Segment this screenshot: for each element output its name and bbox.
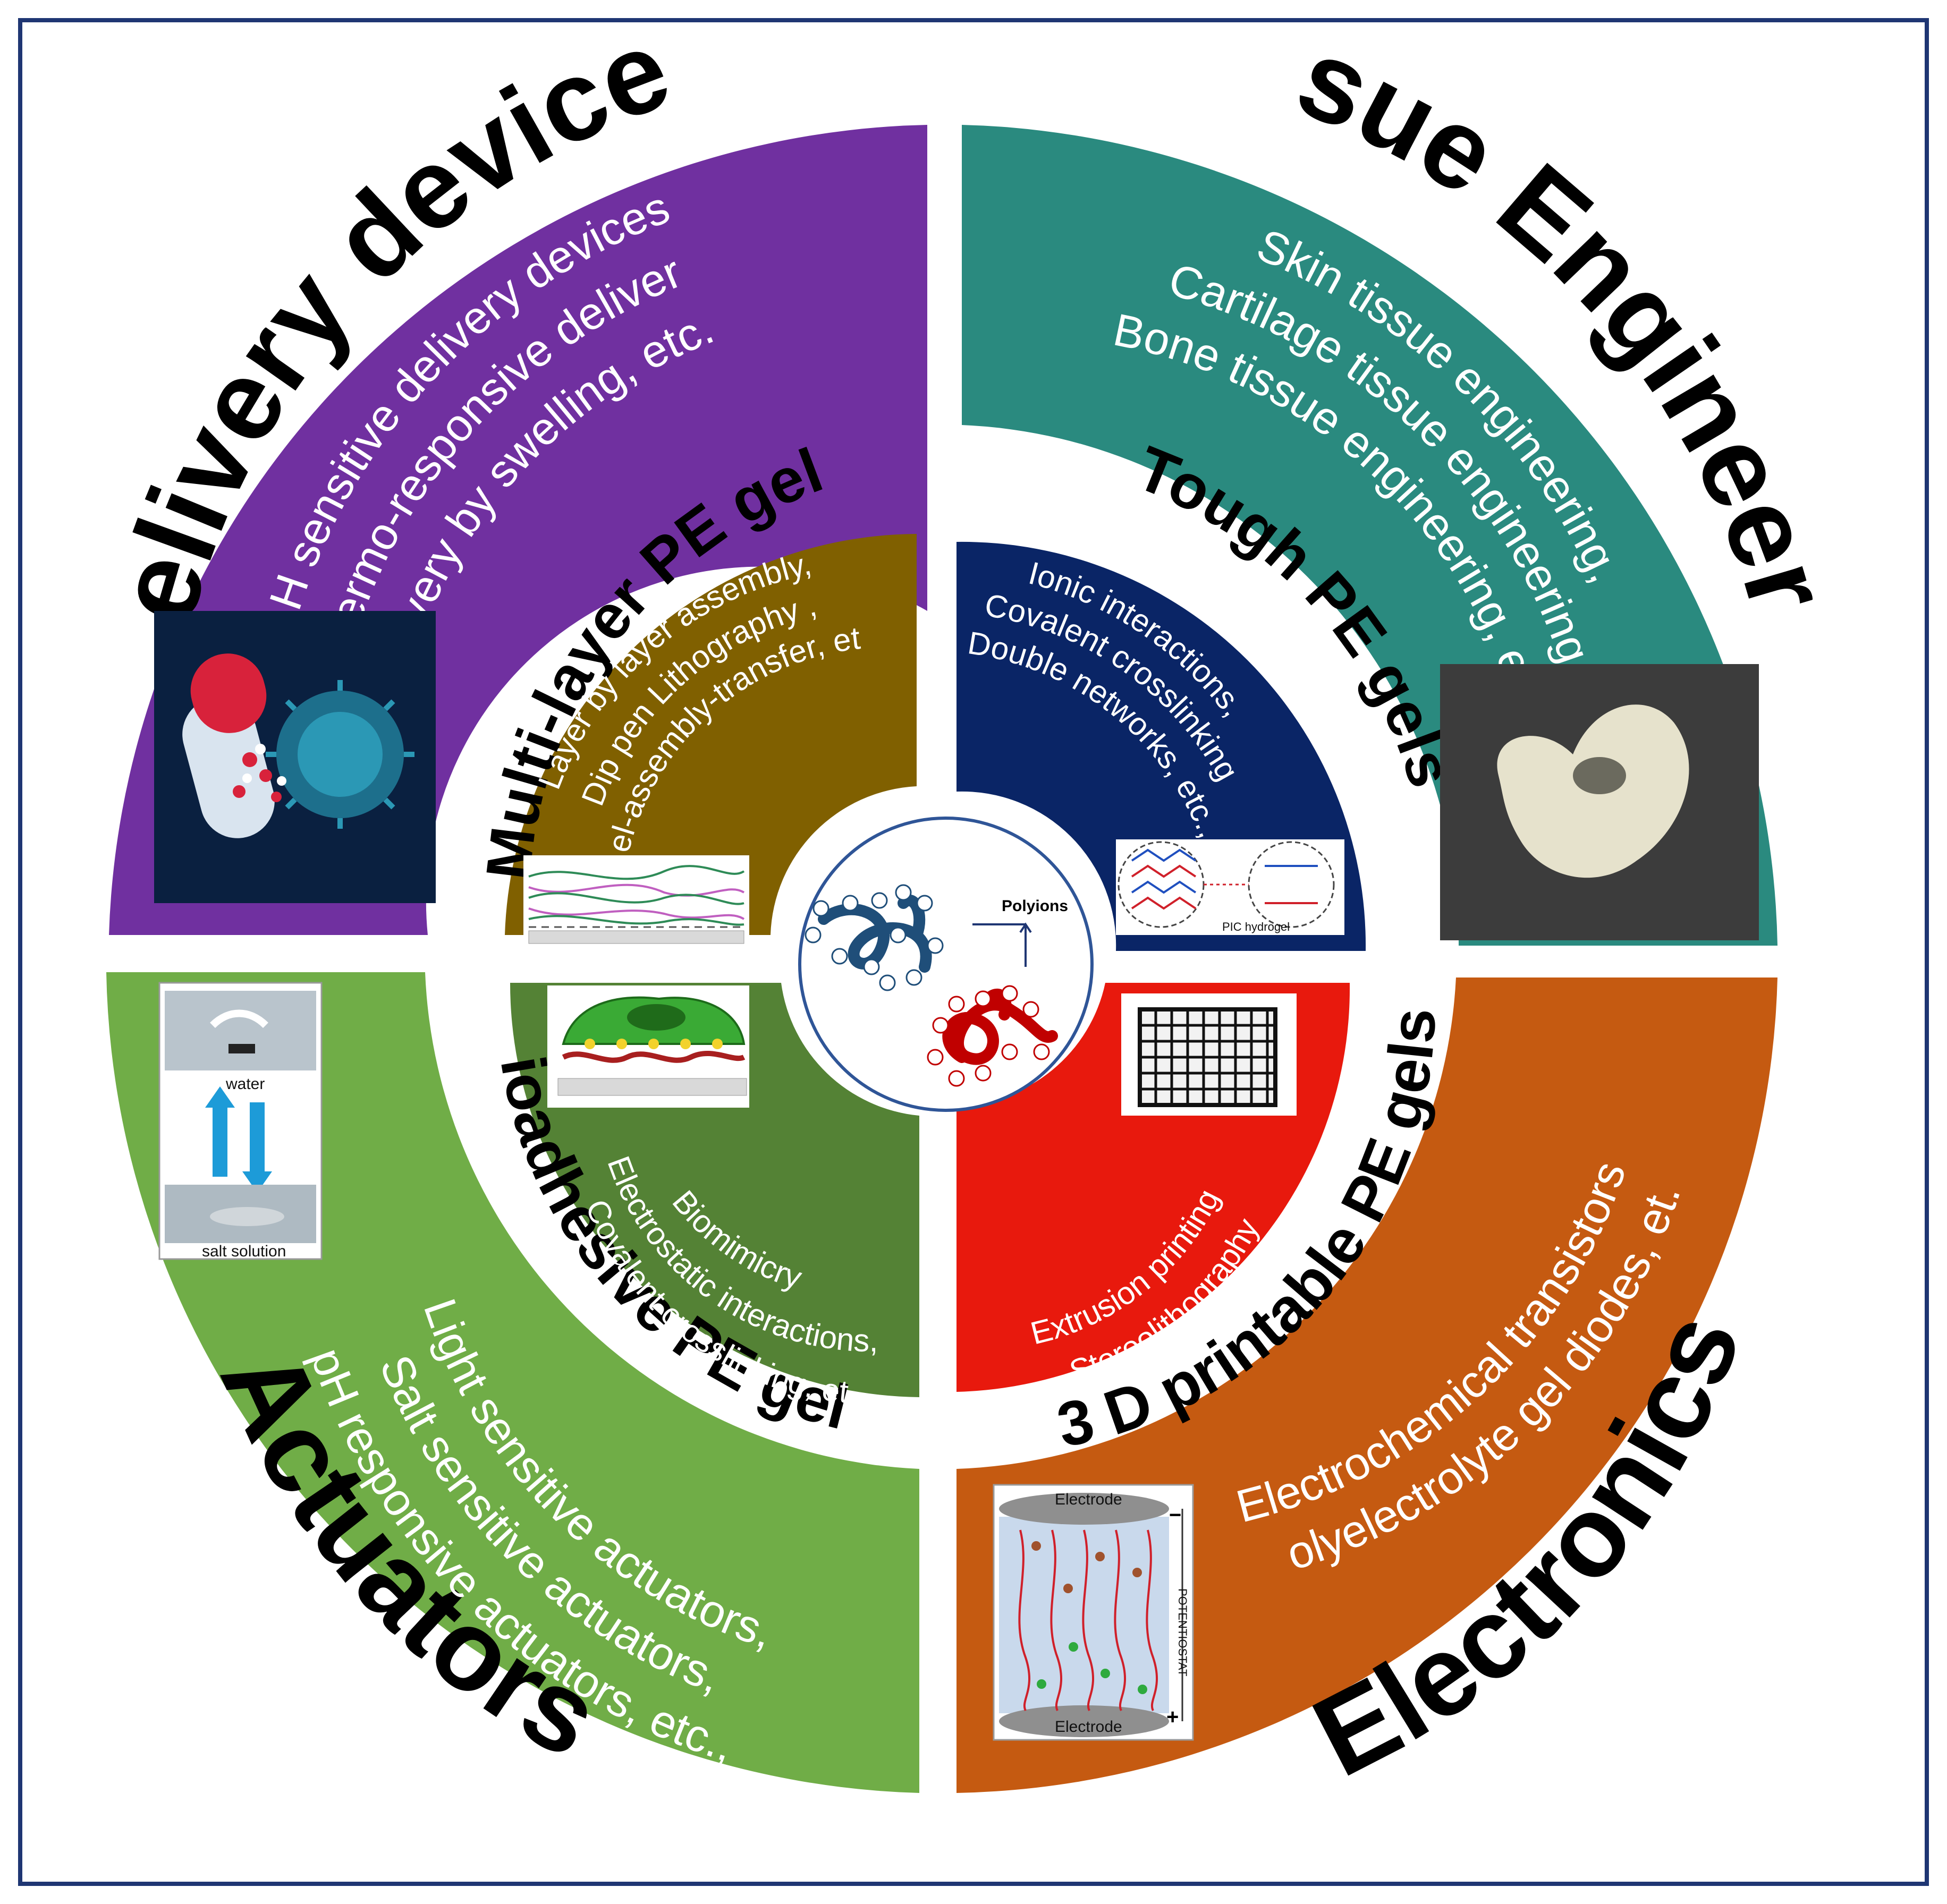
actuator-water-caption: water [225, 1075, 265, 1093]
layered-film-schematic [523, 855, 749, 946]
electrode-cell-schematic: Electrode Electrode POTENTIOSTAT − + [993, 1484, 1194, 1741]
center-disc [798, 817, 1094, 1112]
positive-polyion-chain [818, 894, 932, 973]
hydrogel-ear-photo [1440, 664, 1759, 940]
sector-multilayer [505, 534, 917, 935]
electrode-bottom-caption: Electrode [1055, 1718, 1122, 1736]
network-schematic: PIC hydrogel [1116, 839, 1344, 935]
electrode-top-caption: Electrode [1055, 1491, 1122, 1508]
plus-sign: + [1166, 1705, 1179, 1729]
actuator-salt-caption: salt solution [202, 1243, 286, 1260]
printed-grid-photo [1121, 993, 1297, 1116]
minus-sign: − [1169, 1503, 1181, 1527]
capsule-virus-illustration [154, 611, 436, 903]
positive-charges [805, 884, 944, 991]
polyion-arrow [972, 922, 1032, 967]
center-label: Polyions [1002, 897, 1068, 915]
potentiostat-caption: POTENTIOSTAT [1176, 1588, 1189, 1676]
pic-hydrogel-caption: PIC hydrogel [1222, 920, 1290, 933]
negative-charges [927, 985, 1050, 1087]
cell-adhesion-schematic [547, 985, 749, 1108]
gel-actuator-photos: water salt solution [158, 982, 323, 1260]
